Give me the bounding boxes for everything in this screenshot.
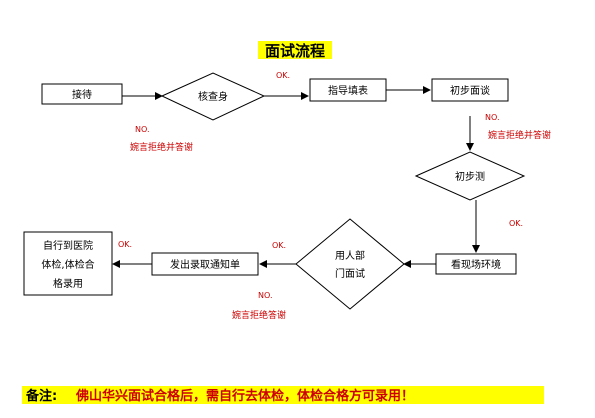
node-reception (41, 83, 123, 105)
label-refuse-1: 婉言拒绝并答谢 (130, 141, 193, 153)
note-text: 佛山华兴面试合格后，需自行去体检，体检合格方可录用！ (75, 388, 414, 404)
node-hospital-label-1: 自行到医院 (43, 239, 93, 252)
note-highlight (22, 386, 544, 404)
node-verify-identity-label: 核查身 (198, 90, 228, 103)
node-hospital-label-3: 格录用 (53, 277, 83, 290)
node-reception-label: 接待 (72, 88, 92, 101)
label-refuse-2: 婉言拒绝并答谢 (488, 129, 551, 141)
page-title: 面试流程 (265, 42, 325, 60)
title-highlight (258, 41, 332, 59)
node-dept-interview-label-1: 用人部 (335, 249, 365, 262)
node-first-interview (431, 78, 509, 102)
node-send-notice-label: 发出录取通知单 (170, 258, 240, 271)
label-ok-1: OK. (276, 71, 290, 80)
node-first-test (414, 151, 526, 201)
node-site-environment-label: 看现场环境 (451, 258, 501, 271)
label-no-3: NO. (258, 291, 273, 300)
node-hospital-checkup (23, 231, 113, 296)
label-refuse-3: 婉言拒绝答谢 (232, 309, 286, 321)
label-ok-2: OK. (509, 219, 523, 228)
node-guide-fill-form-label: 指导填表 (328, 84, 368, 97)
node-first-interview-label: 初步面谈 (450, 84, 490, 97)
label-no-1: NO. (135, 125, 150, 134)
note-prefix: 备注: (25, 388, 57, 404)
node-dept-interview (295, 218, 405, 310)
node-first-test-label: 初步测 (455, 170, 485, 183)
node-dept-interview-label-2: 门面试 (335, 267, 365, 280)
label-no-2: NO. (485, 113, 500, 122)
label-ok-3: OK. (272, 241, 286, 250)
label-ok-4: OK. (118, 240, 132, 249)
node-hospital-label-2: 体检,体检合 (41, 258, 94, 271)
